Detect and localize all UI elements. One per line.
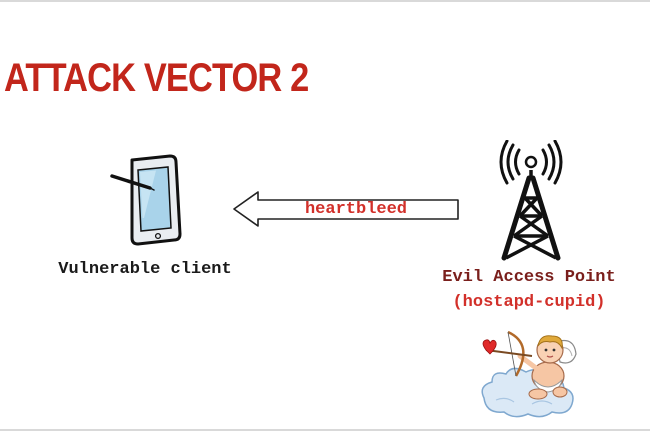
bottom-border	[0, 429, 650, 431]
tablet-icon	[110, 154, 182, 246]
attack-label: heartbleed	[304, 200, 408, 219]
top-border	[0, 0, 650, 2]
cupid-icon	[481, 330, 577, 418]
slide-title: ATTACK VECTOR 2	[4, 56, 309, 100]
access-point-label: Evil Access Point	[442, 268, 616, 287]
radio-tower-icon	[499, 140, 563, 261]
left-arrow-icon	[233, 191, 459, 227]
access-point-sublabel: (hostapd-cupid)	[452, 293, 606, 312]
client-label: Vulnerable client	[58, 260, 232, 279]
